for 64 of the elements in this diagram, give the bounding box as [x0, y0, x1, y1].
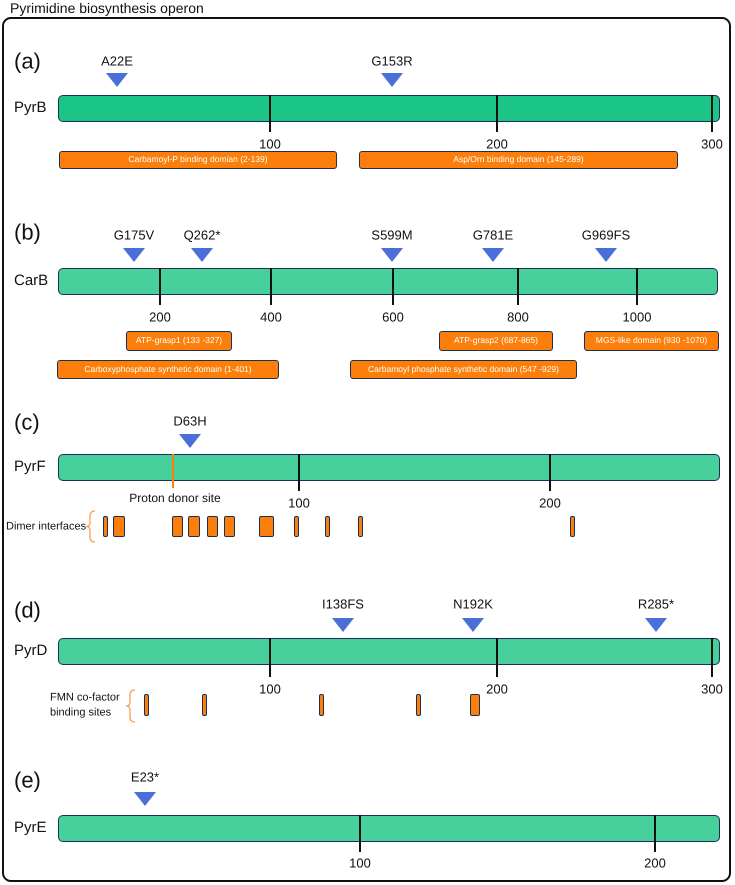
site-block: [103, 516, 108, 537]
site-block: [188, 516, 200, 537]
mutation-label: D63H: [173, 414, 207, 430]
mutation-label: G153R: [371, 54, 413, 70]
tick-label: 100: [259, 682, 281, 698]
domain-block: Asp/Orn binding domain (145-289): [359, 151, 678, 169]
site-block: [172, 516, 183, 537]
tick-label: 600: [382, 310, 404, 326]
mutation-label: G175V: [114, 228, 154, 244]
mutation-label: R285*: [638, 598, 674, 612]
site-block: [416, 694, 421, 716]
site-block: [259, 516, 274, 537]
mutation-label: A22E: [101, 54, 133, 70]
protein-name: PyrB: [14, 100, 47, 117]
site-block: [294, 516, 299, 537]
protein-name: PyrF: [14, 459, 46, 476]
site-block: [358, 516, 363, 537]
site-block: [202, 694, 207, 716]
tick-label: 400: [260, 310, 282, 326]
tick-label: 100: [288, 496, 310, 512]
tick-label: 100: [349, 856, 371, 872]
panel-letter: (c): [14, 409, 40, 435]
panel-letter: (d): [14, 597, 41, 623]
site-label: Proton donor site: [129, 492, 221, 506]
site-block: [325, 516, 330, 537]
site-block: [224, 516, 235, 537]
protein-name: PyrE: [14, 820, 47, 837]
tick-label: 300: [701, 138, 723, 152]
site-block: [207, 516, 218, 537]
tick-label: 200: [149, 310, 171, 326]
protein-name: PyrD: [14, 643, 48, 660]
mutation-label: I138FS: [322, 598, 364, 612]
bracket-label: Dimer interfaces: [6, 519, 88, 534]
mutation-label: Q262*: [184, 228, 220, 244]
panel-letter: (a): [14, 48, 41, 74]
domain-block: ATP-grasp1 (133 -327): [126, 331, 232, 351]
mutation-label: E23*: [130, 770, 160, 786]
mutation-label: G781E: [472, 228, 514, 244]
panel-letter: (e): [14, 767, 41, 793]
mutation-label: N192K: [453, 598, 493, 612]
tick-label: 200: [486, 138, 508, 152]
site-block: [113, 516, 125, 537]
tick-label: 100: [259, 138, 281, 152]
tick-label: 200: [486, 682, 508, 698]
mutation-label: G969FS: [582, 228, 630, 244]
tick-label: 800: [507, 310, 529, 326]
bracket-label: FMN co-factor binding sites: [50, 690, 121, 721]
site-block: [470, 694, 480, 716]
protein-name: CarB: [14, 273, 48, 290]
tick-label: 300: [701, 682, 723, 698]
site-block: [144, 694, 149, 716]
mutation-label: S599M: [371, 228, 413, 244]
tick-label: 200: [644, 856, 666, 872]
tick-label: 200: [539, 496, 561, 512]
site-block: [570, 516, 575, 537]
domain-block: MGS-like domain (930 -1070): [584, 331, 719, 351]
panel-letter: (b): [14, 219, 41, 245]
domain-block: ATP-grasp2 (687-865): [439, 331, 553, 351]
domain-block: Carboxyphosphate synthetic domain (1-401): [57, 360, 279, 379]
tick-label: 1000: [622, 310, 652, 326]
domain-block: Carbamoyl-P binding domian (2-139): [59, 151, 337, 169]
domain-block: Carbamoyl phosphate synthetic domain (547 -929): [350, 360, 577, 379]
figure-title: Pyrimidine biosynthesis operon: [10, 0, 204, 16]
site-block: [319, 694, 324, 716]
